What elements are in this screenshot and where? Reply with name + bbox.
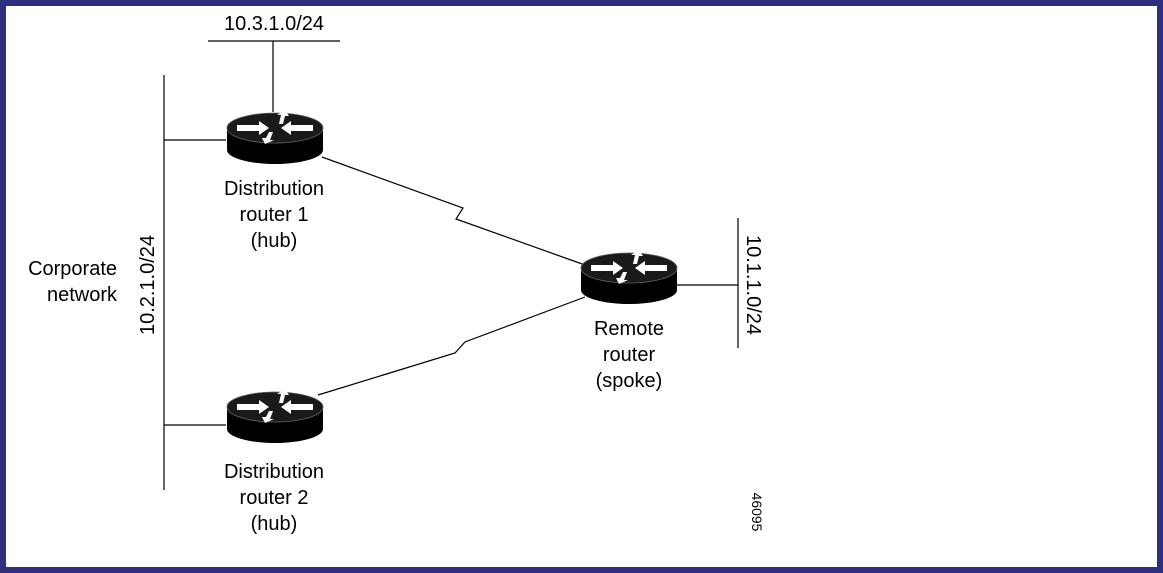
remote-subnet-label: 10.1.1.0/24 (742, 235, 764, 335)
dist1-label-line3: (hub) (251, 230, 298, 252)
remote-label-line2: router (603, 344, 656, 366)
wan-link-dist2-remote (317, 296, 586, 396)
dist2-label-line1: Distribution (224, 461, 324, 483)
dist1-label-line2: router 1 (240, 204, 309, 226)
distribution-router-1-icon (226, 109, 324, 165)
remote-router-icon (580, 249, 678, 305)
wan-link-dist1-remote (321, 156, 586, 266)
remote-label-line1: Remote (594, 318, 664, 340)
corporate-network-label-line1: Corporate (28, 258, 117, 280)
dist2-label-line2: router 2 (240, 487, 309, 509)
remote-label-line3: (spoke) (596, 370, 663, 392)
figure-id-label: 46095 (749, 493, 765, 532)
top-subnet-label: 10.3.1.0/24 (224, 13, 324, 35)
corporate-subnet-label: 10.2.1.0/24 (137, 235, 159, 335)
dist1-label-line1: Distribution (224, 178, 324, 200)
dist2-label-line3: (hub) (251, 513, 298, 535)
corporate-network-label-line2: network (47, 284, 118, 306)
distribution-router-2-icon (226, 388, 324, 444)
